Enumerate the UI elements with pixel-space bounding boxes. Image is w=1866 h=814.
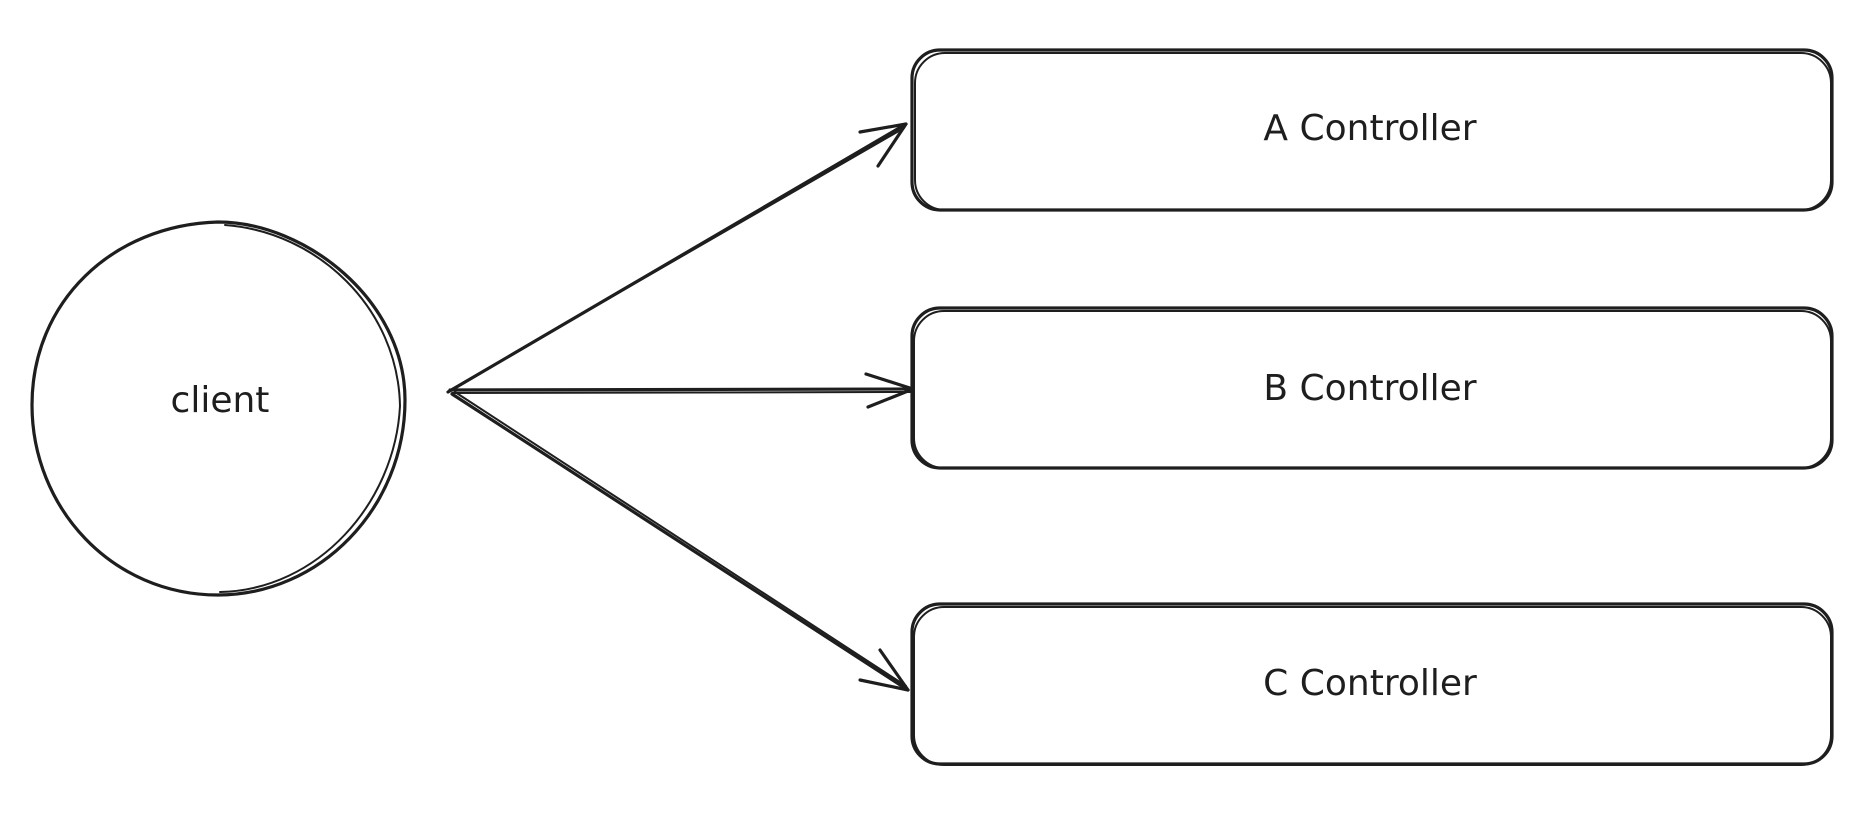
controller-a-label: A Controller <box>1263 108 1476 149</box>
client-circle-sketch <box>219 224 402 593</box>
controller-node-c[interactable]: C Controller <box>910 602 1834 766</box>
client-label: client <box>171 380 270 421</box>
edge-client-to-a <box>446 122 908 394</box>
edge-a-arrowhead <box>858 122 908 168</box>
controller-node-b[interactable]: B Controller <box>910 306 1834 470</box>
client-node[interactable]: client <box>30 220 407 597</box>
edge-c-line-sketch <box>454 391 907 687</box>
edge-client-to-b <box>448 372 915 409</box>
edge-a-line-sketch <box>451 127 905 390</box>
edge-c-arrowhead <box>858 648 910 692</box>
edge-b-line <box>448 387 915 392</box>
controller-a-box-sketch <box>914 52 1832 211</box>
edge-b-line-sketch <box>451 391 911 394</box>
controller-node-a[interactable]: A Controller <box>910 48 1834 212</box>
client-circle-shape <box>30 220 407 597</box>
controller-b-label: B Controller <box>1263 368 1476 409</box>
controller-c-box-sketch <box>913 606 1832 766</box>
edge-client-to-c <box>450 391 910 692</box>
edge-b-arrowhead <box>864 372 915 409</box>
edge-c-line <box>450 392 910 692</box>
controller-c-label: C Controller <box>1263 663 1477 704</box>
